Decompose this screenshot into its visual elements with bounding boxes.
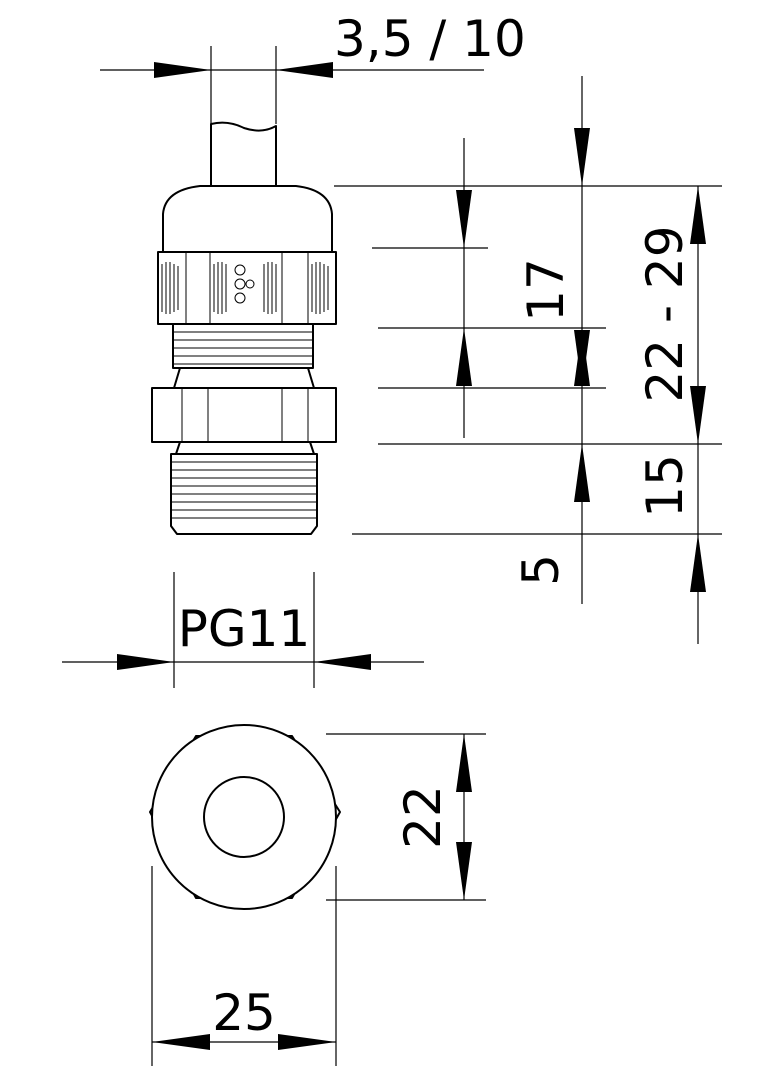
top-view xyxy=(149,724,341,910)
dim-17: 17 xyxy=(456,138,575,438)
dim-length-range: 22 - 29 15 xyxy=(636,186,706,644)
cap-hex-nut xyxy=(157,251,337,325)
nut-knurling xyxy=(161,262,329,314)
dim-thread-length-label: 15 xyxy=(636,454,694,518)
dim-wrench-size-label: 22 xyxy=(394,785,452,849)
dim-width-label: 25 xyxy=(212,984,276,1042)
cable xyxy=(210,121,277,188)
dim-5: 5 xyxy=(512,76,590,604)
dim-cable-range-label: 3,5 / 10 xyxy=(334,10,526,68)
upper-thread xyxy=(172,323,314,369)
upper-thread-lines xyxy=(173,331,313,365)
dim-cable-range: 3,5 / 10 xyxy=(100,10,526,124)
lower-thread-lines xyxy=(171,461,317,519)
extension-lines xyxy=(334,185,722,535)
cap-dome xyxy=(162,185,333,253)
dim-17-label: 17 xyxy=(517,258,575,322)
dim-5-label: 5 xyxy=(512,554,570,586)
dim-width: 25 xyxy=(151,866,337,1066)
nut-logo-icon xyxy=(234,264,255,304)
dim-wrench-size: 22 xyxy=(326,733,486,901)
dim-thread-type-label: PG11 xyxy=(178,600,311,658)
cable-entry xyxy=(203,776,285,858)
dim-length-range-label: 22 - 29 xyxy=(636,225,694,402)
side-view xyxy=(151,121,337,535)
dim-thread-type: PG11 xyxy=(62,572,424,688)
